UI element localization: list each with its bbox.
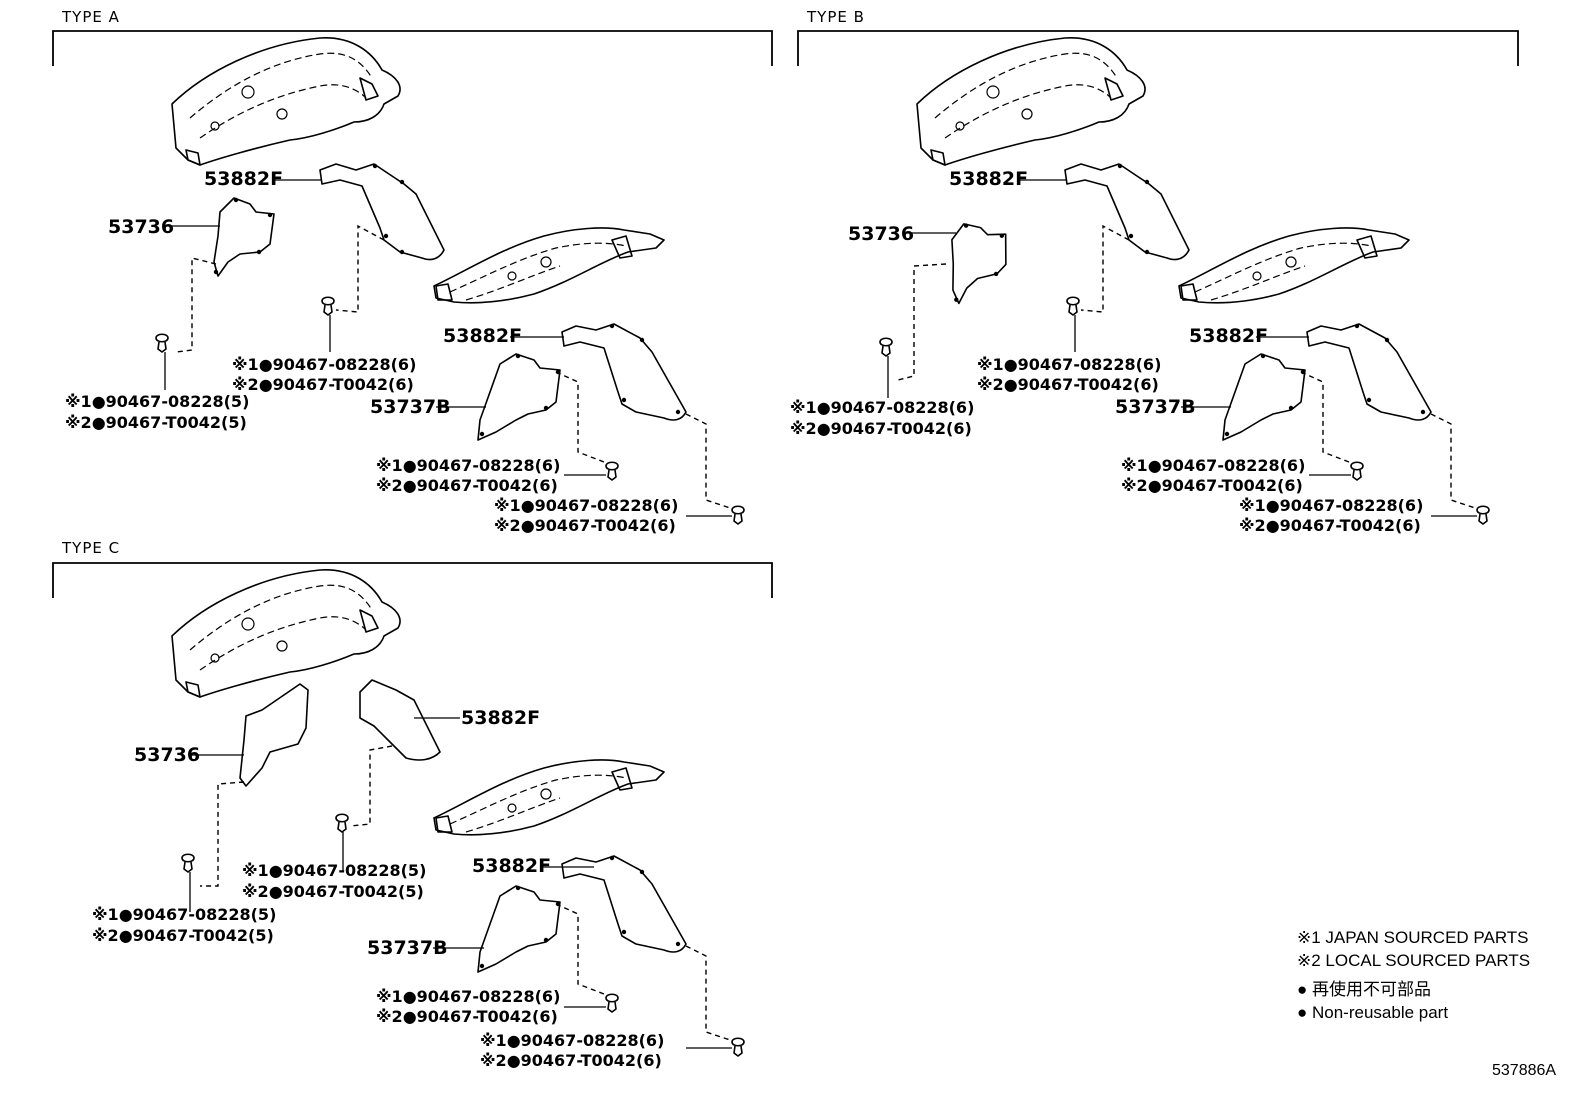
fastener-upper-japan: ※1●90467-08228(5)	[242, 861, 426, 880]
clip-icon	[879, 337, 893, 357]
part-number-lower-shield: 53882F	[472, 855, 551, 877]
part-number-front-shield: 53736	[848, 223, 914, 245]
install-path	[897, 263, 947, 381]
fender-liner-lower	[1178, 227, 1410, 304]
fastener-front-japan: ※1●90467-08228(5)	[65, 392, 249, 411]
fastener-rear-local: ※2●90467-T0042(6)	[376, 1007, 558, 1026]
shield-lower-drawing	[1306, 322, 1432, 421]
install-path	[200, 781, 245, 887]
panel-type-a: TYPE A 53882F 53736 53882F 53737B ※1●90	[52, 8, 773, 535]
fastener-lower-japan: ※1●90467-08228(6)	[480, 1031, 664, 1050]
panel-type-b: TYPE B 53882F 53736 53882	[790, 8, 1519, 535]
legend-non-reusable-jp: ● 再使用不可部品	[1297, 979, 1431, 999]
clip-icon	[181, 853, 195, 873]
fastener-upper-local: ※2●90467-T0042(5)	[242, 882, 424, 901]
fastener-rear-japan: ※1●90467-08228(6)	[376, 456, 560, 475]
install-path	[1430, 413, 1476, 509]
fender-liner-lower	[433, 227, 665, 304]
install-path	[1080, 224, 1130, 313]
clip-icon	[731, 505, 745, 525]
shield-upper-drawing	[1064, 163, 1190, 261]
fastener-rear-local: ※2●90467-T0042(6)	[1121, 476, 1303, 495]
type-a-label: TYPE A	[61, 8, 120, 26]
install-path	[349, 745, 393, 827]
type-c-frame	[52, 562, 773, 598]
fastener-lower-local: ※2●90467-T0042(6)	[494, 516, 676, 535]
legend-japan-sourced: ※1 JAPAN SOURCED PARTS	[1297, 928, 1529, 947]
fastener-lower-japan: ※1●90467-08228(6)	[1239, 496, 1423, 515]
type-b-label: TYPE B	[806, 8, 865, 26]
part-number-upper-shield: 53882F	[949, 168, 1028, 190]
clip-icon	[1476, 505, 1490, 525]
legend-non-reusable-en: ● Non-reusable part	[1297, 1003, 1448, 1022]
fender-liner-upper	[171, 569, 401, 698]
fender-liner-upper	[916, 37, 1146, 166]
fastener-front-local: ※2●90467-T0042(5)	[65, 413, 247, 432]
clip-icon	[605, 461, 619, 481]
part-number-rear-shield: 53737B	[370, 396, 451, 418]
shield-lower-drawing	[561, 322, 687, 421]
fastener-upper-japan: ※1●90467-08228(6)	[232, 355, 416, 374]
install-path	[555, 371, 605, 463]
fastener-rear-local: ※2●90467-T0042(6)	[376, 476, 558, 495]
clip-icon	[321, 296, 335, 316]
shield-rear-drawing	[477, 352, 562, 441]
type-a-frame	[52, 30, 773, 66]
shield-upper-drawing	[359, 679, 441, 761]
fender-liner-lower	[433, 759, 665, 836]
panel-type-c: TYPE C 53736 53882F 53882F 53737B	[52, 539, 773, 1070]
shield-rear-drawing	[1222, 352, 1306, 441]
fastener-rear-japan: ※1●90467-08228(6)	[376, 987, 560, 1006]
shield-front-drawing	[239, 683, 309, 787]
fastener-front-local: ※2●90467-T0042(5)	[92, 926, 274, 945]
install-path	[685, 945, 731, 1041]
type-b-frame	[797, 30, 1519, 66]
shield-upper-drawing	[319, 163, 445, 261]
clip-icon	[731, 1037, 745, 1057]
shield-lower-drawing	[561, 854, 687, 953]
part-number-lower-shield: 53882F	[443, 325, 522, 347]
diagram-code: 537886A	[1492, 1062, 1556, 1079]
shield-front-drawing	[942, 217, 1016, 305]
fastener-upper-local: ※2●90467-T0042(6)	[232, 375, 414, 394]
legend-local-sourced: ※2 LOCAL SOURCED PARTS	[1297, 951, 1530, 970]
clip-icon	[1350, 461, 1364, 481]
part-number-rear-shield: 53737B	[367, 937, 448, 959]
fastener-front-local: ※2●90467-T0042(6)	[790, 419, 972, 438]
fastener-lower-local: ※2●90467-T0042(6)	[1239, 516, 1421, 535]
install-path	[555, 903, 605, 995]
part-number-upper-shield: 53882F	[461, 707, 540, 729]
part-number-front-shield: 53736	[108, 216, 174, 238]
fastener-lower-local: ※2●90467-T0042(6)	[480, 1051, 662, 1070]
clip-icon	[605, 993, 619, 1013]
clip-icon	[1066, 296, 1080, 316]
install-path	[175, 257, 217, 353]
part-number-front-shield: 53736	[134, 744, 200, 766]
clip-icon	[335, 813, 349, 833]
part-number-upper-shield: 53882F	[204, 168, 283, 190]
fender-liner-upper	[171, 37, 401, 166]
fastener-front-japan: ※1●90467-08228(5)	[92, 905, 276, 924]
install-path	[335, 224, 385, 313]
install-path	[1300, 371, 1350, 463]
fastener-upper-japan: ※1●90467-08228(6)	[977, 355, 1161, 374]
shield-front-drawing	[213, 197, 275, 277]
type-c-label: TYPE C	[61, 539, 120, 557]
clip-icon	[155, 333, 169, 353]
fastener-rear-japan: ※1●90467-08228(6)	[1121, 456, 1305, 475]
install-path	[685, 413, 731, 509]
shield-rear-drawing	[477, 884, 562, 973]
fastener-front-japan: ※1●90467-08228(6)	[790, 398, 974, 417]
legend: ※1 JAPAN SOURCED PARTS ※2 LOCAL SOURCED …	[1297, 928, 1530, 1022]
part-number-lower-shield: 53882F	[1189, 325, 1268, 347]
fastener-lower-japan: ※1●90467-08228(6)	[494, 496, 678, 515]
part-number-rear-shield: 53737B	[1115, 396, 1196, 418]
fastener-upper-local: ※2●90467-T0042(6)	[977, 375, 1159, 394]
